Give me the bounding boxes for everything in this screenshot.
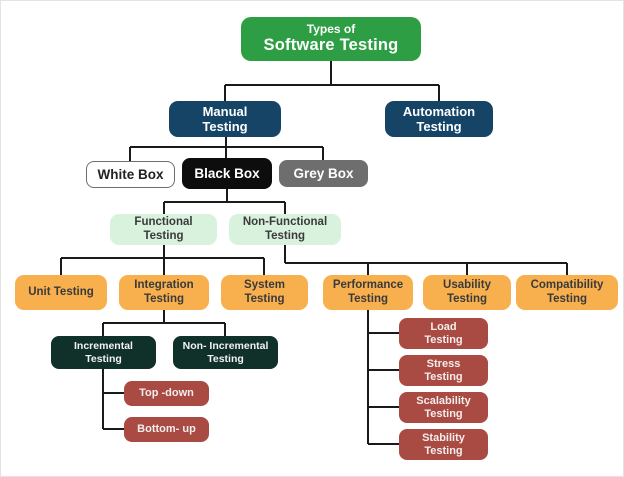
node-incremental-testing: Incremental Testing (51, 336, 156, 369)
node-non-functional-testing: Non-Functional Testing (229, 214, 341, 245)
node-bottom-up: Bottom- up (124, 417, 209, 442)
node-manual-testing: Manual Testing (169, 101, 281, 137)
node-black-box: Black Box (182, 158, 272, 189)
node-label: Testing (546, 292, 588, 305)
node-label: Testing (424, 370, 463, 383)
node-label: Testing (143, 229, 184, 242)
node-load-testing: Load Testing (399, 318, 488, 349)
node-unit-testing: Unit Testing (15, 275, 107, 310)
node-types-of-software-testing: Types of Software Testing (241, 17, 421, 61)
node-grey-box: Grey Box (279, 160, 368, 187)
node-label: Bottom- up (137, 423, 196, 436)
node-label: Testing (264, 229, 306, 242)
node-label: Manual (202, 103, 248, 119)
node-label: Incremental (74, 340, 133, 353)
node-label: Unit Testing (28, 285, 94, 298)
node-stress-testing: Stress Testing (399, 355, 488, 386)
node-integration-testing: Integration Testing (119, 275, 209, 310)
node-label: Testing (424, 333, 463, 346)
node-non-incremental-testing: Non- Incremental Testing (173, 336, 278, 369)
node-label: Performance (332, 278, 404, 291)
node-label: Testing (416, 119, 462, 134)
node-label: Load (430, 320, 457, 333)
node-label: Testing (207, 352, 244, 365)
node-label: Compatibility (530, 278, 604, 291)
node-label: Stability (422, 431, 465, 444)
node-performance-testing: Performance Testing (323, 275, 413, 310)
node-label: Integration (134, 278, 194, 291)
node-label: Testing (446, 292, 488, 305)
node-label: Scalability (416, 394, 471, 407)
node-scalability-testing: Scalability Testing (399, 392, 488, 423)
node-label: Usability (443, 278, 491, 291)
node-label: Non- Incremental (182, 340, 269, 353)
node-label: White Box (97, 166, 164, 182)
node-label: Testing (424, 407, 463, 420)
node-automation-testing: Automation Testing (385, 101, 493, 137)
node-label: Testing (244, 292, 285, 305)
node-label: Testing (85, 352, 122, 365)
node-label: Testing (202, 119, 248, 134)
node-usability-testing: Usability Testing (423, 275, 511, 310)
node-label: Functional (134, 215, 193, 228)
node-label: Non-Functional (242, 215, 328, 228)
node-label: Software Testing (263, 36, 399, 55)
node-top-down: Top -down (124, 381, 209, 406)
node-system-testing: System Testing (221, 275, 308, 310)
node-compatibility-testing: Compatibility Testing (516, 275, 618, 310)
node-white-box: White Box (86, 161, 175, 188)
node-label: Testing (347, 292, 389, 305)
node-label: System (244, 278, 285, 291)
node-label: Types of (306, 22, 356, 37)
node-functional-testing: Functional Testing (110, 214, 217, 245)
node-label: Black Box (194, 165, 260, 181)
node-label: Automation (402, 103, 476, 119)
node-stability-testing: Stability Testing (399, 429, 488, 460)
node-label: Testing (424, 444, 463, 457)
node-label: Grey Box (293, 165, 354, 181)
node-label: Stress (426, 357, 461, 370)
node-label: Top -down (139, 387, 194, 400)
node-label: Testing (143, 292, 185, 305)
